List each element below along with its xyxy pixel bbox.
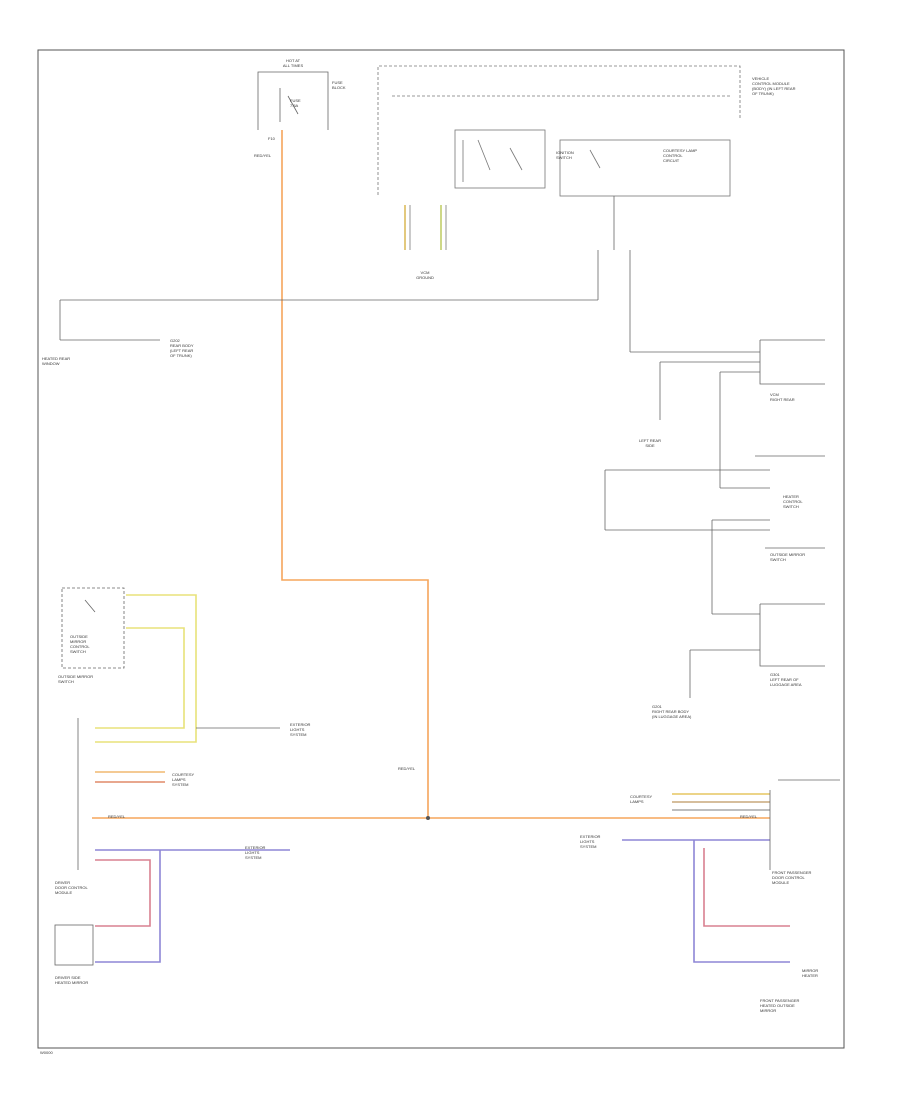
passenger-module-frame [769,779,840,870]
wire-red-yel-label-right: RED/YEL [740,814,758,819]
exterior-lights-label-mid: EXTERIOR LIGHTS SYSTEM [245,845,266,860]
vcm-outputs [59,196,825,385]
exterior-lights-right-label: EXTERIOR LIGHTS SYSTEM [580,834,601,849]
driver-courtesy-wires [95,771,165,783]
vcm-right-rear-label: VCM RIGHT REAR [770,392,795,402]
courtesy-lamps-left-label: COURTESY LAMPS SYSTEM [172,772,195,787]
courtesy-lamp-control-label: COURTESY LAMP CONTROL CIRCUIT [663,148,698,163]
passenger-module-label: FRONT PASSENGER DOOR CONTROL MODULE [772,870,812,885]
left-rear-label: LEFT REAR SIDE [639,438,661,448]
fuse-hot-label: HOT AT ALL TIMES [282,58,304,68]
vcm-label: VEHICLE CONTROL MODULE (BODY) (IN LEFT R… [752,76,796,96]
mirror-switch-module-label: OUTSIDE MIRROR CONTROL SWITCH [70,634,90,654]
mirror-ground-label: G201 RIGHT REAR BODY (IN LUGGAGE AREA) [652,704,692,719]
exterior-lights-label-left: EXTERIOR LIGHTS SYSTEM [290,722,311,737]
driver-heater-label: DRIVER SIDE HEATED MIRROR [55,975,89,985]
driver-heater-box [54,924,94,966]
passenger-courtesy-wires [672,793,770,811]
driver-heater-wires [95,849,290,963]
courtesy-right-label: COURTESY LAMPS [630,794,653,804]
driver-door-module-label: DRIVER DOOR CONTROL MODULE [55,880,88,895]
fuse-block-label: FUSE BLOCK [332,80,346,90]
vcm-ground-stubs [404,205,447,250]
sep-ground-label: G301 LEFT REAR OF LUGGAGE AREA [770,672,802,687]
diagram-border [37,49,845,1049]
right-side-modules [604,372,825,698]
passenger-mirror-label: MIRROR HEATER [802,968,819,978]
fuse-pin-label: F10 [268,136,275,141]
ignition-switch-label: IGNITION SWITCH [556,150,574,160]
heater-control-label: HEATER CONTROL SWITCH [783,494,803,509]
wire-red-yel-label-left: RED/YEL [108,814,126,819]
fuse-block [257,71,329,130]
outside-mirror-switch-box [61,587,125,669]
splice-point [426,816,430,820]
heated-rear-window-label: HEATED REAR WINDOW [42,356,71,366]
outside-mirror-label-right: OUTSIDE MIRROR SWITCH [770,552,806,562]
passenger-heater-wires [622,839,790,963]
heated-rear-window [60,339,760,420]
wire-red-yel-label-mid: RED/YEL [398,766,416,771]
outside-mirror-wires [95,594,197,743]
fuse-label: FUSE 7.5A [290,98,301,108]
vcm-ground-label: VCM GROUND [416,270,434,280]
figure-code: W0000 [40,1050,53,1055]
rear-body-ground-label: G202 REAR BODY (LEFT REAR OF TRUNK) [170,338,194,358]
vcm-enclosure [377,65,741,197]
passenger-heater-label: FRONT PASSENGER HEATED OUTSIDE MIRROR [760,998,800,1013]
wire-red-yel-label-top: RED/YEL [254,153,272,158]
outside-mirror-switch-label: OUTSIDE MIRROR SWITCH [58,674,94,684]
wire-red-yel-main [92,130,770,819]
